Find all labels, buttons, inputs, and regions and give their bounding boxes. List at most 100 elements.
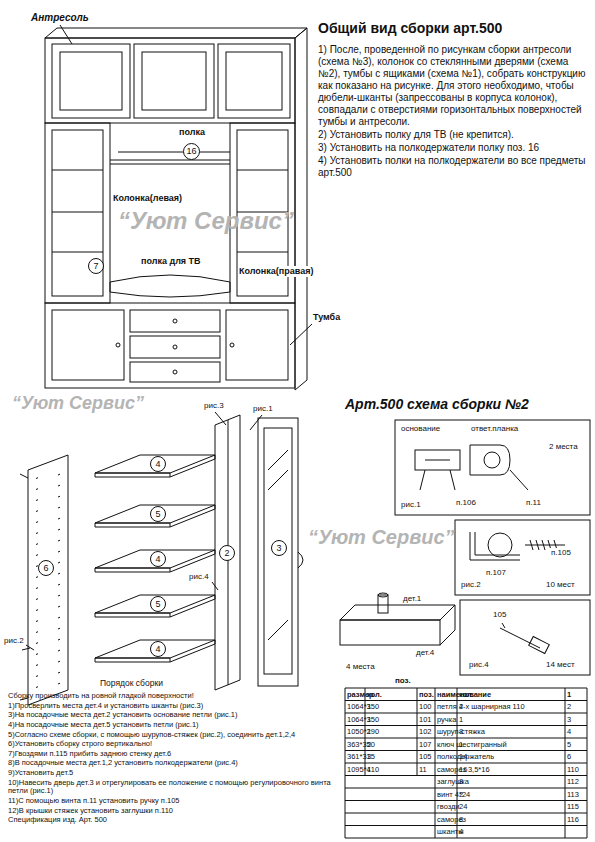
table-cell: 2	[367, 740, 371, 749]
line-stroke	[420, 470, 425, 490]
rect-stroke	[45, 123, 110, 303]
polygon-stroke	[95, 550, 215, 568]
line-stroke	[36, 620, 38, 622]
detail-label: дет.4	[415, 648, 435, 658]
rect-stroke	[226, 52, 282, 110]
line-stroke	[450, 470, 455, 490]
table-cell: 1	[367, 702, 371, 711]
table-cell: 11	[419, 765, 427, 774]
rect-stroke	[130, 336, 220, 358]
detail-label: основание	[400, 424, 441, 434]
path-stroke	[475, 532, 520, 555]
callout-circle: 5	[150, 506, 166, 522]
line-stroke	[52, 170, 103, 171]
watermark: “Уют Сервис”	[308, 525, 455, 549]
line-stroke	[290, 324, 312, 345]
line-stroke	[60, 25, 72, 44]
part-label: полка для ТВ	[140, 256, 202, 267]
line-stroke	[36, 499, 38, 501]
line-stroke	[58, 639, 60, 641]
table-cell: 24	[459, 802, 467, 811]
table-title: поз.	[395, 676, 411, 686]
line-stroke	[36, 543, 38, 545]
detail-label: Порядок сборки	[100, 678, 163, 688]
rect-stroke	[258, 418, 298, 686]
detail-label: дет.1	[402, 594, 422, 604]
watermark: “Уют Сервис”	[118, 207, 294, 236]
table-cell: заглушка	[437, 777, 469, 786]
polygon-stroke	[45, 28, 307, 38]
line-stroke	[36, 642, 38, 644]
line-stroke	[345, 763, 587, 764]
detail-label: п.11	[525, 498, 542, 508]
line-stroke	[170, 554, 215, 572]
detail-label: п.107	[485, 568, 507, 578]
line-stroke	[58, 507, 60, 509]
rect-stroke	[378, 595, 388, 613]
table-cell: 1	[459, 740, 463, 749]
line-stroke	[20, 474, 28, 478]
circle-stroke	[173, 370, 177, 374]
line-stroke	[58, 661, 60, 663]
line-stroke	[36, 598, 38, 600]
line-stroke	[170, 599, 215, 617]
g-stroke	[95, 455, 215, 662]
table-cell: 115	[567, 802, 579, 811]
table-header: кол.	[367, 690, 382, 699]
rect-stroke	[130, 310, 220, 332]
callout-number: 5	[155, 510, 160, 519]
rect-stroke	[142, 52, 206, 110]
polygon-stroke	[215, 415, 240, 690]
line-stroke	[345, 838, 587, 839]
polygon-stroke	[95, 473, 170, 477]
table-cell: 113	[567, 790, 579, 799]
polygon-stroke	[340, 605, 455, 620]
callout-number: 5	[155, 600, 160, 609]
assembly-step: Сборку производить на ровной гладкой пов…	[8, 692, 338, 701]
spec-table-grid	[345, 688, 587, 838]
callout-circle: 2	[219, 545, 235, 561]
line-stroke	[58, 595, 60, 597]
detail-label: 105	[492, 610, 507, 620]
line-stroke	[52, 252, 103, 253]
assembly-step: 4)На посадочные места дет.5 установить п…	[8, 721, 338, 730]
detail-label: рис.1	[252, 404, 274, 414]
table-cell: 2	[567, 702, 571, 711]
table-cell: 6	[567, 752, 571, 761]
callout-number: 7	[93, 262, 98, 271]
exploded-view	[20, 412, 303, 705]
table-cell: петля 4-х шарнирная 110	[437, 702, 525, 711]
assembly-step: 7)Гвоздями п.115 прибить заднюю стенку д…	[8, 750, 338, 759]
assembly-note: 4) Установить полки на полкодержатели во…	[318, 155, 588, 179]
rect-stroke	[264, 428, 292, 674]
callout-circle: 4	[150, 456, 166, 472]
line-stroke	[58, 551, 60, 553]
detail-label: ответ.планка	[470, 424, 519, 434]
table-cell: 4	[459, 827, 463, 836]
watermark: “Уют Сервис”	[12, 393, 144, 415]
circle-stroke	[484, 452, 500, 468]
detail-label: рис.4	[188, 572, 210, 582]
table-cell: 102	[419, 727, 432, 736]
rect-stroke	[226, 310, 288, 380]
line-stroke	[58, 617, 60, 619]
line-stroke	[36, 477, 38, 479]
callout-number: 16	[186, 147, 196, 156]
rect-stroke	[218, 44, 290, 118]
line-stroke	[110, 160, 230, 161]
line-stroke	[417, 688, 418, 776]
line-stroke	[170, 509, 215, 527]
rect-stroke	[415, 450, 460, 470]
table-cell: гвозди	[437, 802, 460, 811]
line-stroke	[36, 609, 38, 611]
line-stroke	[250, 415, 262, 430]
polygon-stroke	[95, 455, 215, 473]
table-cell: 107	[419, 740, 432, 749]
line-stroke	[170, 459, 215, 477]
line-stroke	[58, 518, 60, 520]
polygon-stroke	[95, 595, 215, 613]
line-stroke	[345, 775, 587, 776]
assembly-step: 12)В крышки стяжек установить заглушки п…	[8, 807, 338, 816]
line-stroke	[36, 664, 38, 666]
